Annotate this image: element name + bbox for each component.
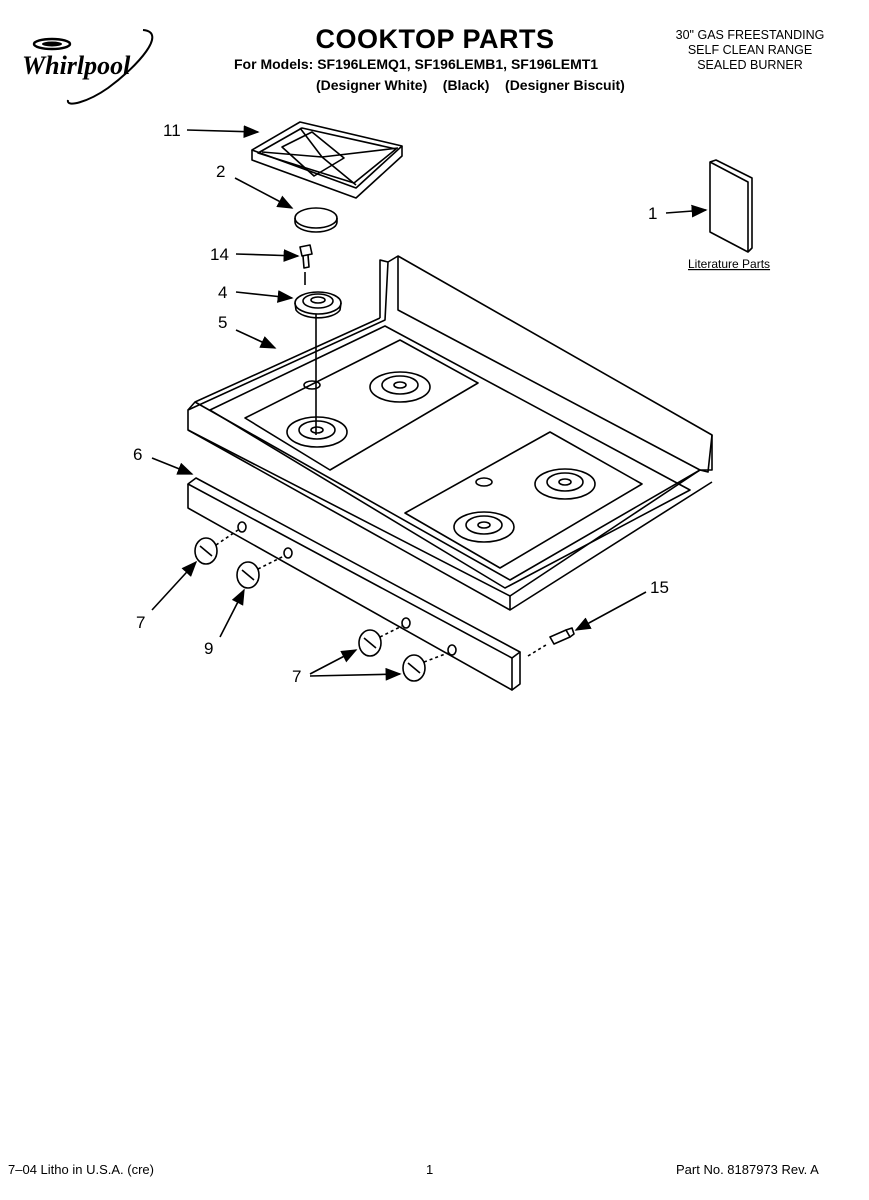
callout-15: 15 [650, 578, 669, 597]
svg-text:Whirlpool: Whirlpool [22, 51, 131, 80]
callout-11: 11 [163, 121, 181, 140]
model-variants: (Designer White) (Black) (Designer Biscu… [316, 77, 625, 93]
product-line: SEALED BURNER [697, 58, 803, 72]
page-number: 1 [426, 1162, 434, 1177]
page-title: COOKTOP PARTS [315, 24, 555, 54]
callout-9: 9 [204, 639, 213, 658]
product-description: 30" GAS FREESTANDING SELF CLEAN RANGE SE… [640, 28, 860, 73]
burner-cap [294, 207, 338, 229]
footer-print-info: 7–04 Litho in U.S.A. (cre) [8, 1162, 154, 1177]
callout-7: 7 [292, 667, 301, 686]
callout-14: 14 [210, 245, 229, 264]
burner-base [294, 291, 342, 435]
mounting-screw [527, 627, 575, 657]
cooktop-panel [187, 255, 713, 611]
product-line: 30" GAS FREESTANDING [675, 28, 825, 42]
literature-parts-label: Literature Parts [688, 257, 770, 271]
callout-2: 2 [216, 162, 225, 181]
callout-5: 5 [218, 313, 227, 332]
control-panel [187, 477, 521, 691]
control-knob [194, 537, 218, 565]
callout-7: 7 [136, 613, 145, 632]
control-knob [402, 654, 426, 682]
model-numbers: For Models: SF196LEMQ1, SF196LEMB1, SF19… [234, 56, 599, 72]
callout-4: 4 [218, 283, 227, 302]
part-number: Part No. 8187973 Rev. A [676, 1162, 819, 1177]
control-knob [236, 561, 260, 589]
orifice-spud [299, 244, 313, 285]
literature-parts [709, 159, 753, 253]
control-knob [358, 629, 382, 657]
burner-grate [251, 121, 403, 199]
whirlpool-logo: Whirlpool [22, 29, 154, 105]
callout-1: 1 [648, 204, 657, 223]
callout-6: 6 [133, 445, 142, 464]
product-line: SELF CLEAN RANGE [687, 43, 813, 57]
